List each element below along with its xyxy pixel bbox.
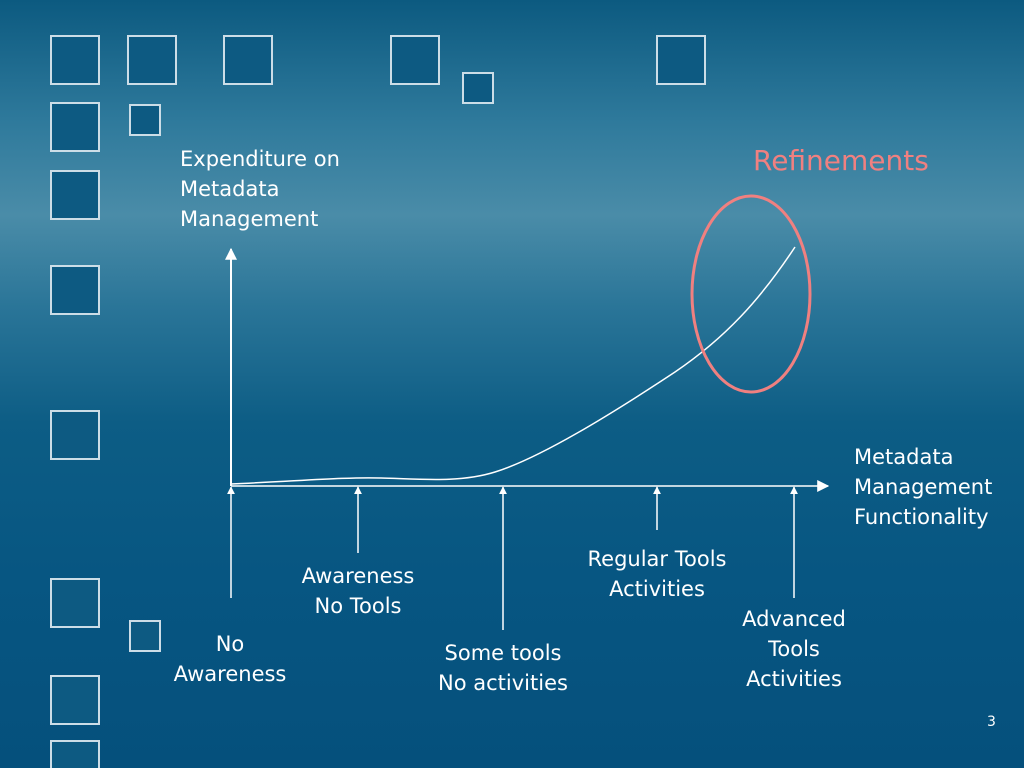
stage-label-line: No Tools xyxy=(314,594,402,618)
stage-label-advanced-tools: Advanced Tools Activities xyxy=(714,604,874,694)
y-axis-label-line: Metadata xyxy=(180,177,280,201)
decor-square xyxy=(656,35,706,85)
decor-square xyxy=(50,410,100,460)
x-axis-label-line: Metadata xyxy=(854,445,954,469)
x-axis-label-line: Management xyxy=(854,475,993,499)
stage-label-line: Activities xyxy=(609,577,705,601)
stage-label-line: Awareness xyxy=(301,564,415,588)
decor-square xyxy=(50,35,100,85)
decor-square xyxy=(50,170,100,220)
y-axis-label-line: Expenditure on xyxy=(180,147,340,171)
stage-label-line: Tools xyxy=(768,637,820,661)
page-number: 3 xyxy=(987,714,996,730)
decor-square xyxy=(50,265,100,315)
decor-square xyxy=(129,104,161,136)
stage-label-awareness-no-tools: Awareness No Tools xyxy=(278,561,438,621)
decor-square xyxy=(223,35,273,85)
stage-label-line: Some tools xyxy=(444,641,562,665)
decor-square xyxy=(50,740,100,768)
stage-label-line: No activities xyxy=(438,671,568,695)
decor-square xyxy=(129,620,161,652)
stage-label-line: Awareness xyxy=(173,662,287,686)
y-axis-label: Expenditure on Metadata Management xyxy=(180,144,340,234)
stage-label-no-awareness: No Awareness xyxy=(150,629,310,689)
y-axis-label-line: Management xyxy=(180,207,319,231)
stage-label-some-tools: Some tools No activities xyxy=(413,638,593,698)
x-axis-label-line: Functionality xyxy=(854,505,989,529)
decor-square xyxy=(50,675,100,725)
stage-label-line: Regular Tools xyxy=(587,547,727,571)
stage-label-regular-tools: Regular Tools Activities xyxy=(567,544,747,604)
stage-label-line: Activities xyxy=(746,667,842,691)
decor-square xyxy=(50,102,100,152)
decor-square xyxy=(50,578,100,628)
x-axis-label: Metadata Management Functionality xyxy=(854,442,992,532)
refinements-label: Refinements xyxy=(753,144,929,177)
decor-square xyxy=(462,72,494,104)
stage-label-line: No xyxy=(215,632,245,656)
decor-square xyxy=(390,35,440,85)
refinements-ellipse xyxy=(690,194,812,394)
stage-label-line: Advanced xyxy=(742,607,846,631)
decor-square xyxy=(127,35,177,85)
growth-curve xyxy=(230,246,796,485)
